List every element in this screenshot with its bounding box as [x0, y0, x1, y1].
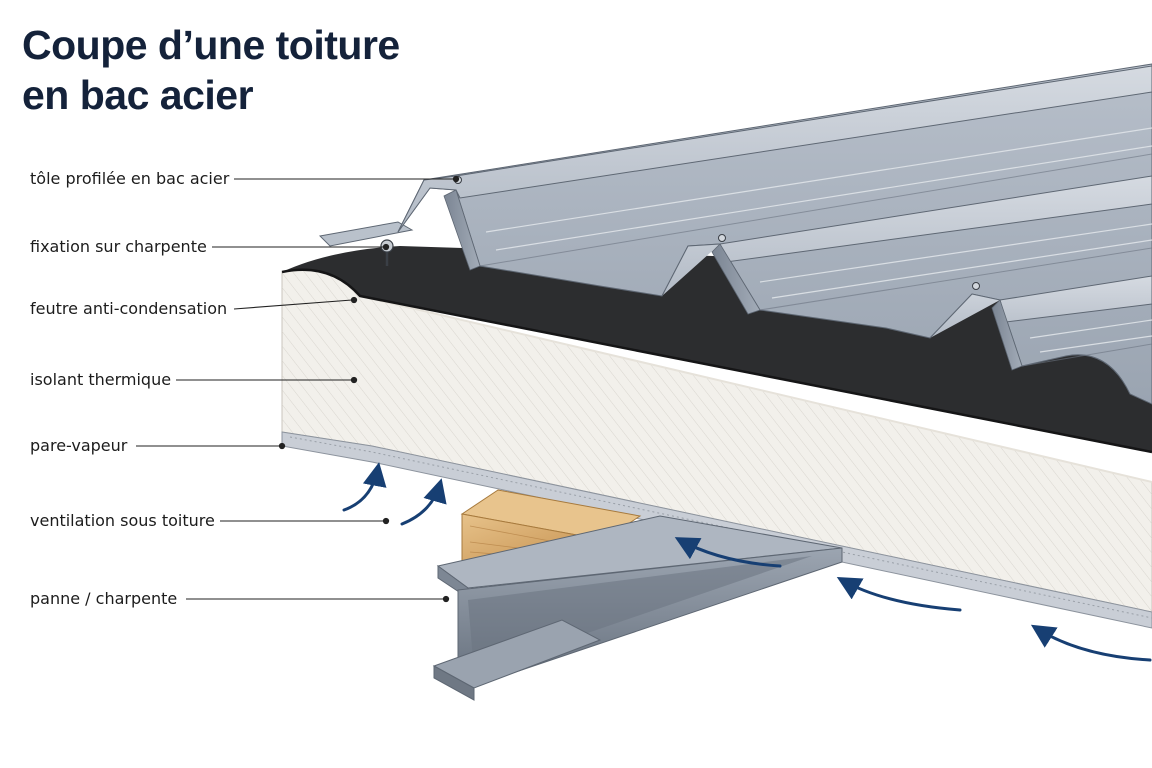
steel-purlin [432, 515, 843, 701]
leader-dot-panne [442, 595, 450, 603]
leader-lines [136, 175, 460, 603]
leader-dot-isolant [350, 376, 358, 384]
curved-arrow-icon [342, 462, 1152, 662]
airflow-arrow-4 [836, 577, 962, 612]
label-fixation: fixation sur charpente [30, 237, 207, 256]
label-panne: panne / charpente [30, 589, 178, 608]
sheet-groove-lines [485, 127, 1152, 353]
sheet-rib-3-wall [991, 299, 1023, 371]
sheet-rib-1-wall [443, 189, 481, 271]
label-pare-vapeur: pare-vapeur [30, 436, 128, 455]
airflow-arrow-2 [400, 478, 447, 526]
purlin-bottom-flange-edge [433, 665, 475, 701]
sheet-rib-2-wall [711, 243, 761, 315]
airflow-arrow-3 [674, 537, 782, 568]
fastener-head-rib-3 [972, 282, 980, 290]
leader-dot-pare-vapeur [278, 442, 286, 450]
airflow-arrow-5 [1030, 624, 1152, 662]
label-ventilation: ventilation sous toiture [30, 511, 215, 530]
fastener-head-rib-2 [718, 234, 726, 242]
leader-line-feutre [233, 299, 353, 310]
label-isolant: isolant thermique [30, 370, 172, 389]
diagram-title-line-2: en bac acier [22, 72, 254, 118]
sheet-shadow-lines [479, 153, 1152, 367]
sheet-eave-flange [318, 221, 414, 247]
insulation-hatching [282, 269, 1152, 612]
profiled-steel-sheet [318, 63, 1152, 405]
diagram-title-line-1: Coupe d’une toiture [22, 22, 400, 68]
felt-edge [281, 268, 1152, 454]
label-feutre: feutre anti-condensation [30, 299, 228, 318]
vapour-barrier-texture [289, 436, 1152, 619]
leader-dot-tole [452, 175, 460, 183]
leader-dot-ventilation [382, 517, 390, 525]
label-tole-profilee: tôle profilée en bac acier [30, 169, 230, 188]
leader-dot-feutre [350, 296, 358, 304]
airflow-arrow-1 [342, 462, 387, 512]
leader-dot-fixation [382, 243, 390, 251]
diagram-title: Coupe d’une toiture en bac acier [22, 20, 400, 120]
